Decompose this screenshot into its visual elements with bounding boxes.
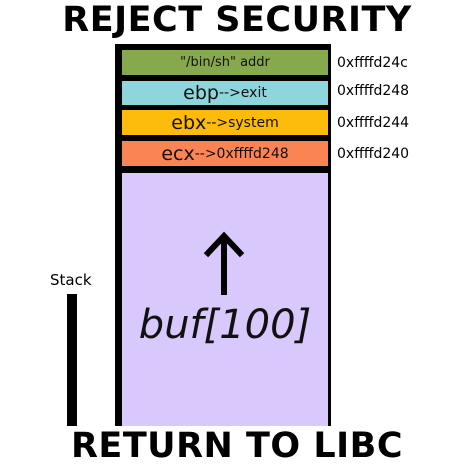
stack-direction-bar (67, 294, 77, 426)
buffer-region: buf[100] (122, 173, 328, 426)
cell-text: "/bin/sh" addr (180, 55, 270, 70)
register-ebp: ebp (183, 82, 219, 104)
register-ecx: ecx (161, 142, 195, 165)
stack-cell-ebx: ebx-->system (122, 110, 328, 135)
up-arrow-icon (203, 231, 245, 295)
address-label: 0xffffd244 (337, 115, 410, 131)
stack-cell-ebp: ebp-->exit (122, 81, 328, 105)
address-label: 0xffffd24c (337, 55, 408, 71)
stack-label: Stack (50, 271, 92, 289)
stack-cell-ecx: ecx-->0xffffd248 (122, 141, 328, 166)
register-target: -->system (206, 114, 279, 131)
footer-title: RETURN TO LIBC (70, 426, 404, 466)
address-label: 0xffffd248 (337, 83, 410, 99)
register-target: -->exit (218, 85, 267, 101)
address-label: 0xffffd240 (337, 146, 410, 162)
stack-cell-binsh-addr: "/bin/sh" addr (122, 50, 328, 75)
register-ebx: ebx (171, 111, 207, 134)
page-title: REJECT SECURITY (62, 0, 412, 40)
register-target: -->0xffffd248 (194, 145, 289, 162)
buffer-label: buf[100] (138, 302, 312, 348)
